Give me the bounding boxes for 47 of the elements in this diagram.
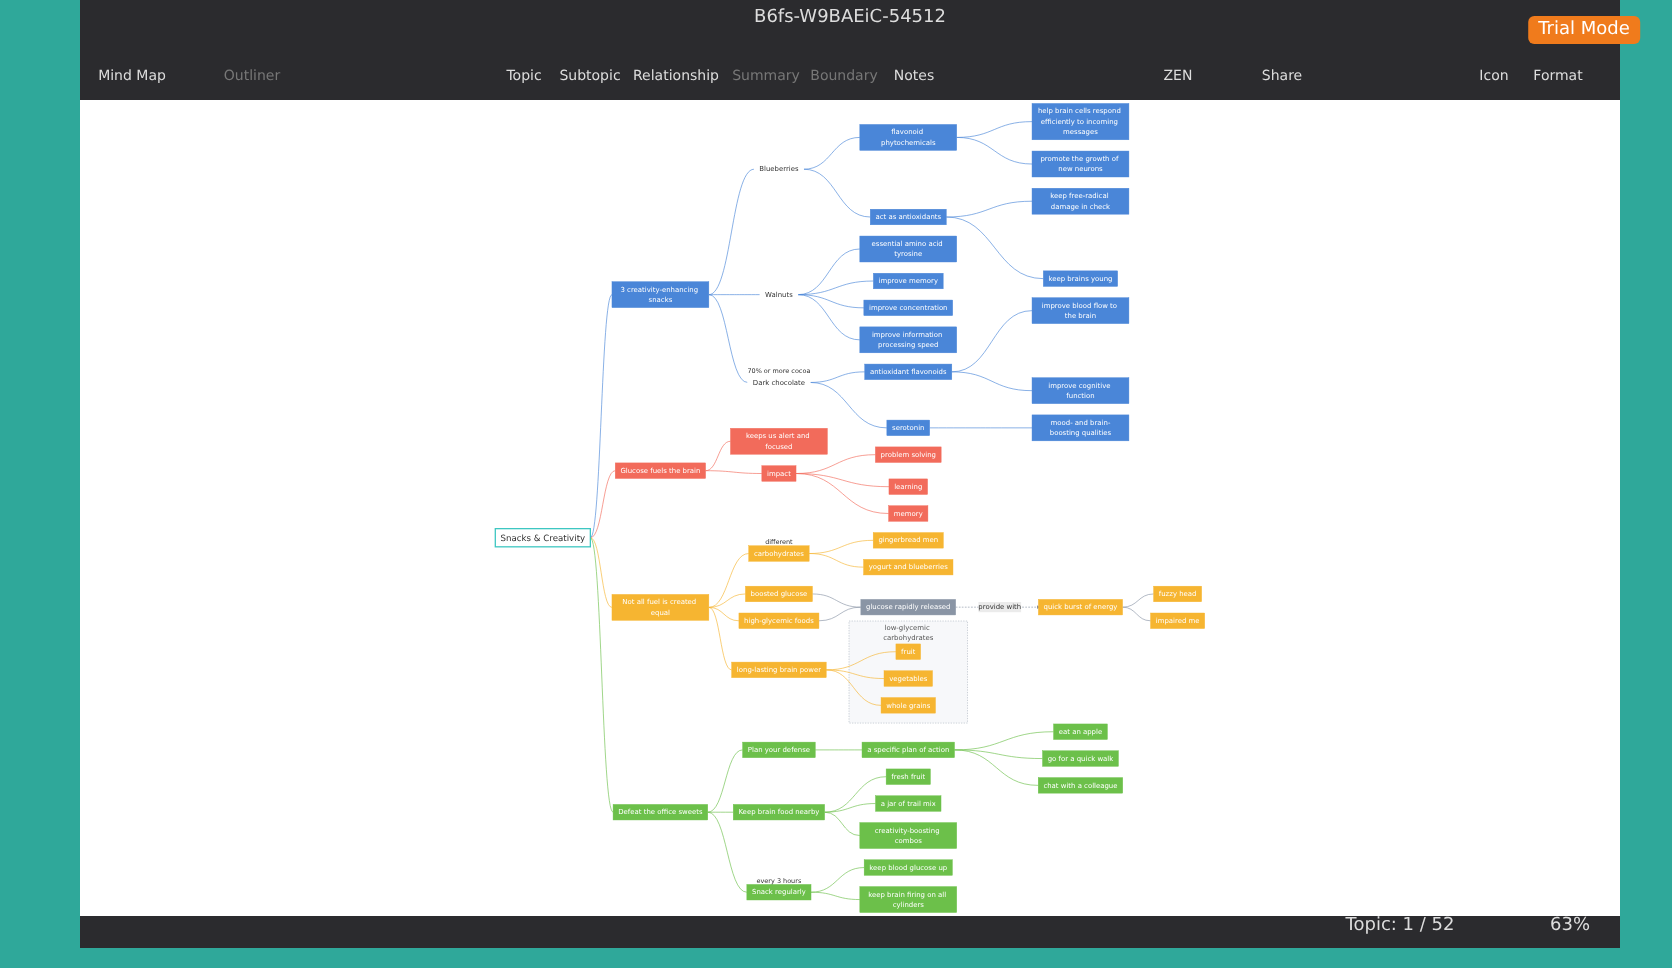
connector (708, 168, 755, 295)
connector (708, 607, 740, 622)
connector (590, 470, 616, 539)
connector (824, 803, 876, 813)
connector (814, 749, 863, 751)
connector (708, 607, 732, 671)
file-name: B6fs-W9BAEiC-54512 (754, 8, 946, 28)
connector (795, 473, 889, 514)
connector (797, 294, 865, 309)
connector (707, 811, 748, 893)
connector (797, 248, 861, 295)
connector (708, 553, 750, 608)
trial-mode-badge: Trial Mode (1528, 16, 1640, 44)
connector (705, 440, 731, 471)
connector (707, 749, 743, 813)
connector (708, 294, 761, 295)
connector (824, 811, 861, 836)
connector (945, 200, 1033, 218)
connector (590, 294, 613, 539)
connector (825, 669, 885, 679)
connector (812, 593, 862, 608)
connector (707, 811, 734, 813)
connector (803, 137, 861, 170)
connector (1122, 593, 1154, 608)
connector (803, 168, 871, 218)
connector (590, 537, 613, 608)
connector (810, 891, 861, 900)
connector (809, 382, 888, 429)
connector (705, 470, 763, 474)
status-text: Topic: 1 / 52 (1345, 916, 1455, 936)
connector (824, 776, 887, 813)
connector (825, 669, 882, 706)
connector (808, 553, 864, 568)
connector (708, 593, 746, 608)
connector (797, 294, 861, 341)
status-text: 63% (1550, 916, 1590, 936)
connector (945, 216, 1044, 279)
connector (954, 749, 1043, 759)
connector (956, 137, 1033, 165)
connector (951, 371, 1033, 391)
connector (929, 427, 1033, 429)
connector (810, 867, 865, 893)
connector (818, 606, 862, 622)
connector (1122, 606, 1151, 622)
connector (954, 749, 1039, 786)
connector (590, 537, 614, 813)
connector (708, 294, 748, 383)
